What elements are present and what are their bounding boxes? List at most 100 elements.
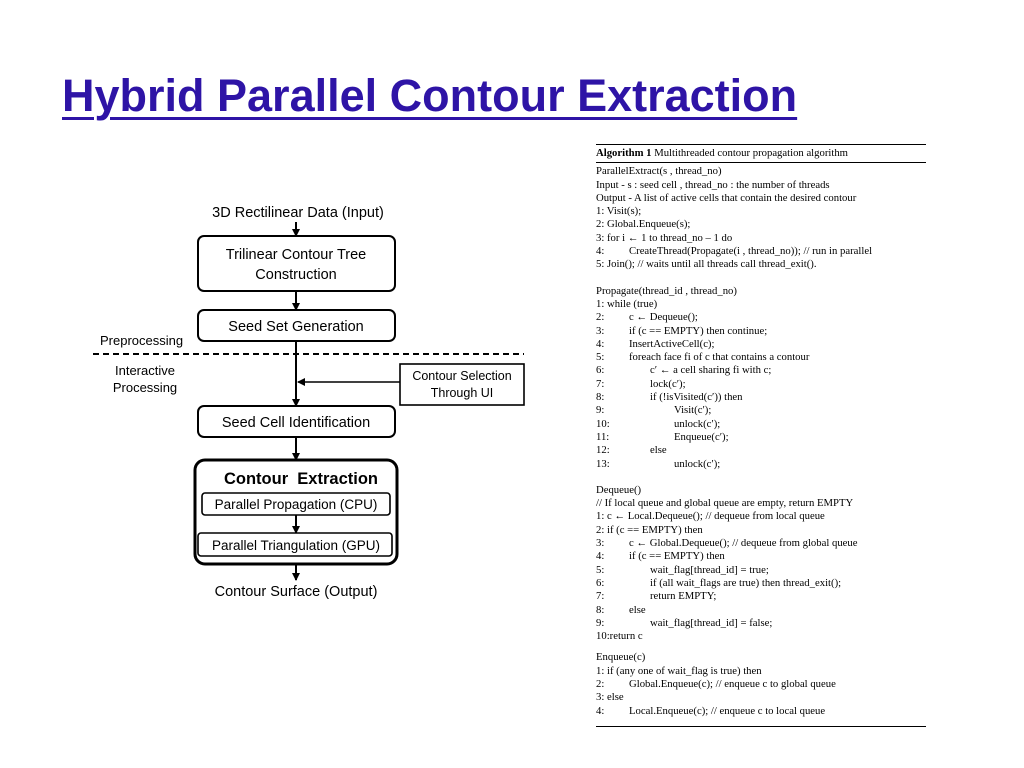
- algo-line: ParallelExtract(s , thread_no): [596, 165, 722, 178]
- algo-line-text: c ← Dequeue();: [629, 311, 698, 324]
- algo-line-text: unlock(c′);: [674, 457, 721, 470]
- algo-line-text: InsertActiveCell(c);: [629, 337, 715, 350]
- algo-line-text: if (c == EMPTY) then continue;: [629, 324, 768, 337]
- box-parallel-triangulation: [197, 532, 393, 557]
- algo-line-text: c′ ← a cell sharing fi with c;: [650, 364, 772, 377]
- algo-line-number: 12:: [596, 444, 610, 457]
- algo-line-text: Visit(c′);: [674, 404, 712, 417]
- algo-line-text: wait_flag[thread_id] = true;: [650, 563, 769, 576]
- algo-line: 2: if (c == EMPTY) then: [596, 523, 703, 536]
- algo-line: 9:wait_flag[thread_id] = false;: [596, 617, 926, 630]
- algo-line-number: 2:: [596, 311, 605, 324]
- box-seed-cell-label: Seed Cell Identification: [222, 415, 370, 431]
- algo-line-number: 9:: [596, 616, 605, 629]
- algo-line-number: 5:: [596, 563, 605, 576]
- algo-line-number: 3:: [596, 324, 605, 337]
- algo-line-text: CreateThread(Propagate(i , thread_no)); …: [629, 245, 873, 258]
- box-contour-tree-line2: Construction: [255, 267, 336, 283]
- algo-line: 4: InsertActiveCell(c);: [596, 338, 926, 351]
- algo-line: 3: if (c == EMPTY) then continue;: [596, 325, 926, 338]
- box-contour-selection-line2: Through UI: [431, 386, 494, 400]
- algo-line: Dequeue(): [596, 483, 642, 496]
- algorithm-listing: Algorithm 1 Multithreaded contour propag…: [596, 144, 926, 727]
- algo-line: Enqueue(c): [596, 651, 646, 664]
- algo-line: 2: Global.Enqueue(c); // enqueue c to glo…: [596, 678, 926, 691]
- algo-line-number: 7:: [596, 590, 605, 603]
- algo-line: 1: while (true): [596, 297, 658, 310]
- algo-line: 4: Local.Enqueue(c); // enqueue c to loca…: [596, 705, 926, 718]
- algo-line-text: if (all wait_flags are true) then thread…: [650, 576, 842, 589]
- algo-line: // If local queue and global queue are e…: [596, 497, 854, 510]
- input-label: 3D Rectilinear Data (Input): [212, 205, 384, 221]
- algorithm-caption-rule: [596, 162, 926, 164]
- algorithm-caption-label: Algorithm 1: [596, 147, 652, 159]
- box-contour-selection-line1: Contour Selection: [412, 369, 511, 383]
- algo-line-number: 4:: [596, 550, 605, 563]
- box-seed-set-label: Seed Set Generation: [228, 319, 363, 335]
- algo-line: 5: foreach face fi of c that contains a c…: [596, 351, 926, 364]
- algo-line-text: return EMPTY;: [650, 590, 717, 603]
- algo-line-text: else: [629, 603, 646, 616]
- algo-line-number: 4:: [596, 245, 605, 258]
- algo-line: 11: Enqueue(c′);: [596, 431, 926, 444]
- algo-line: 5: wait_flag[thread_id] = true;: [596, 564, 926, 577]
- algo-line: 6: if (all wait_flags are true) then thre…: [596, 577, 926, 590]
- algo-line-text: lock(c′);: [650, 377, 686, 390]
- algo-line: 7: lock(c′);: [596, 378, 926, 391]
- algo-line: Input - s : seed cell , thread_no : the …: [596, 178, 830, 191]
- algo-line-text: c ← Global.Dequeue(); // dequeue from gl…: [629, 537, 858, 550]
- algo-line-number: 7:: [596, 377, 605, 390]
- algo-line: 13: unlock(c′);: [596, 458, 926, 471]
- algo-line: 8:if (!isVisited(c′)) then: [596, 391, 926, 404]
- algorithm-bottom-rule: [596, 725, 926, 727]
- parallel-propagation-label: Parallel Propagation (CPU): [215, 497, 378, 512]
- box-contour-selection: [399, 363, 525, 406]
- contour-extraction-title: Contour Extraction: [224, 470, 378, 488]
- algo-line-text: Enqueue(c′);: [674, 430, 729, 443]
- algo-line-number: 4:: [596, 704, 605, 717]
- algo-line: Propagate(thread_id , thread_no): [596, 284, 737, 297]
- algo-line: 7: return EMPTY;: [596, 590, 926, 603]
- algo-line-number: 9:: [596, 404, 605, 417]
- algo-line-number: 3:: [596, 537, 605, 550]
- interactive-label-line2: Processing: [113, 380, 177, 395]
- algo-line: 10:return c: [596, 630, 643, 643]
- algo-line: 10:unlock(c′);: [596, 418, 926, 431]
- algorithm-top-rule: [596, 144, 926, 145]
- algo-line-number: 5:: [596, 351, 605, 364]
- algo-line: 3: c ← Global.Dequeue(); // dequeue from …: [596, 537, 926, 550]
- algo-line: 5: Join(); // waits until all threads ca…: [596, 258, 817, 271]
- algo-line-number: 4:: [596, 337, 605, 350]
- algo-line-number: 13:: [596, 457, 610, 470]
- interactive-label-line1: Interactive: [115, 363, 175, 378]
- algo-line: 2: c ← Dequeue();: [596, 311, 926, 324]
- algo-line-text: unlock(c′);: [674, 417, 721, 430]
- algo-line: 6: c′ ← a cell sharing fi with c;: [596, 364, 926, 377]
- algo-line: 1: c ← Local.Dequeue(); // dequeue from …: [596, 510, 825, 523]
- algo-line: 4: CreateThread(Propagate(i , thread_no))…: [596, 245, 926, 258]
- algo-line: 4: if (c == EMPTY) then: [596, 550, 926, 563]
- algo-line: 3: else: [596, 691, 624, 704]
- algo-line: 3: for i ← 1 to thread_no – 1 do: [596, 231, 733, 244]
- algo-line-text: Local.Enqueue(c); // enqueue c to local …: [629, 704, 826, 717]
- algo-line-text: else: [650, 444, 667, 457]
- algo-line: 12: else: [596, 444, 926, 457]
- algo-line-number: 6:: [596, 576, 605, 589]
- parallel-triangulation-label: Parallel Triangulation (GPU): [212, 538, 380, 553]
- output-label: Contour Surface (Output): [215, 584, 378, 600]
- algo-line: 2: Global.Enqueue(s);: [596, 218, 691, 231]
- algo-line-text: foreach face fi of c that contains a con…: [629, 351, 810, 364]
- algo-line-text: if (c == EMPTY) then: [629, 550, 725, 563]
- algo-line-text: Global.Enqueue(c); // enqueue c to globa…: [629, 677, 836, 690]
- algo-line-number: 11:: [596, 430, 610, 443]
- algo-line-number: 8:: [596, 391, 605, 404]
- algorithm-caption: Algorithm 1 Multithreaded contour propag…: [596, 145, 926, 160]
- algo-line-number: 2:: [596, 677, 605, 690]
- algo-line-number: 8:: [596, 603, 605, 616]
- box-contour-tree-line1: Trilinear Contour Tree: [226, 247, 367, 263]
- algo-line: 9: Visit(c′);: [596, 404, 926, 417]
- algo-line: 1: Visit(s);: [596, 205, 642, 218]
- algo-line-number: 6:: [596, 364, 605, 377]
- algo-line: 8: else: [596, 604, 926, 617]
